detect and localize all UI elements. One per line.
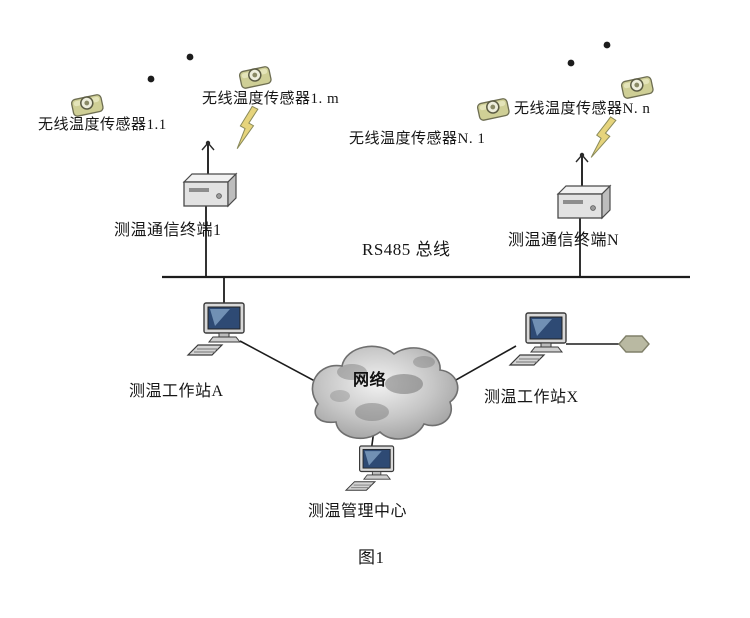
management-center-label: 测温管理中心 bbox=[308, 503, 408, 520]
hexagon-node-icon bbox=[618, 335, 650, 353]
cloud-shape bbox=[311, 345, 459, 440]
dot bbox=[603, 41, 611, 49]
sensor-1-m-label: 无线温度传感器1. m bbox=[202, 91, 340, 107]
workstation-X-icon bbox=[509, 312, 567, 366]
rs485-bus-label: RS485 总线 bbox=[362, 240, 451, 259]
network-cloud-label: 网络 bbox=[353, 372, 387, 389]
terminal-1-label: 测温通信终端1 bbox=[114, 222, 222, 239]
cloud-texture bbox=[355, 403, 389, 421]
sensor-1-m-icon bbox=[238, 65, 273, 90]
dot bbox=[567, 59, 575, 67]
lightning-icon-left bbox=[236, 104, 259, 152]
workstation-A-icon bbox=[187, 302, 245, 356]
workstation-A-label: 测温工作站A bbox=[129, 383, 224, 400]
sensor-N-n-label: 无线温度传感器N. n bbox=[514, 101, 651, 117]
dot bbox=[186, 53, 194, 61]
terminal-N-label: 测温通信终端N bbox=[508, 232, 620, 249]
management-center-icon bbox=[345, 445, 395, 491]
cloud-texture bbox=[385, 374, 423, 394]
workstation-X-label: 测温工作站X bbox=[484, 389, 579, 406]
terminal-N-icon bbox=[557, 151, 611, 219]
sensor-1-1-icon bbox=[70, 93, 105, 118]
sensor-N-1-icon bbox=[476, 97, 511, 122]
dot bbox=[147, 75, 155, 83]
ellipsis-dots-left bbox=[147, 53, 194, 83]
network-cloud bbox=[311, 345, 459, 440]
figure-caption: 图1 bbox=[358, 548, 385, 567]
cloud-texture bbox=[337, 364, 367, 380]
sensor-N-1-label: 无线温度传感器N. 1 bbox=[349, 131, 486, 147]
cloud-texture bbox=[413, 356, 435, 368]
workstationA-cloud-connector bbox=[239, 340, 327, 388]
sensor-1-1-label: 无线温度传感器1.1 bbox=[38, 117, 167, 133]
lightning-icon-right bbox=[590, 114, 617, 162]
cloud-texture bbox=[330, 390, 350, 402]
sensor-N-n-icon bbox=[620, 75, 655, 100]
ellipsis-dots-right bbox=[567, 41, 611, 67]
terminal-1-icon bbox=[183, 139, 237, 207]
